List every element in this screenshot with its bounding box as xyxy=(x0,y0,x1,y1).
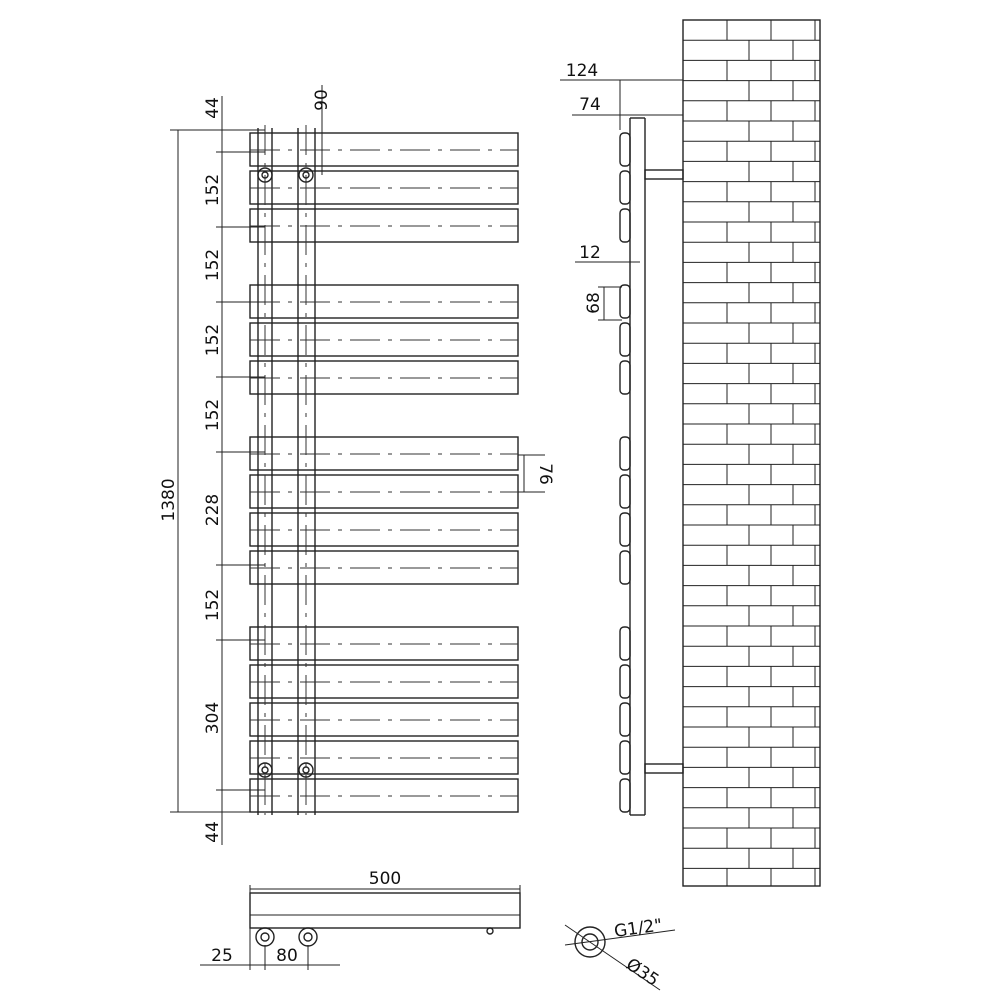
wall-bracket-top xyxy=(644,169,684,180)
side-bar-profile xyxy=(619,626,631,661)
side-bar-profile xyxy=(619,664,631,699)
dim-bar-thickness: 12 xyxy=(579,243,601,263)
dim-width: 500 xyxy=(369,869,401,889)
dim-seg-3: 152 xyxy=(203,324,223,356)
side-bar-profile xyxy=(619,550,631,585)
side-bar-profile xyxy=(619,740,631,775)
side-bar-profile xyxy=(619,512,631,547)
dim-seg-8: 44 xyxy=(203,821,223,843)
wall-bracket-bottom xyxy=(644,763,684,774)
dim-overall-height: 1380 xyxy=(159,478,179,521)
connection-detail: G1/2" Ø35 xyxy=(564,915,676,991)
side-bar-profile xyxy=(619,322,631,357)
dim-seg-6: 152 xyxy=(203,589,223,621)
dim-pipe-offset: 90 xyxy=(312,89,332,111)
dim-bar-height: 68 xyxy=(584,292,604,314)
side-bar-profile xyxy=(619,360,631,395)
side-bar-profile xyxy=(619,284,631,319)
valve-connection xyxy=(298,762,314,778)
side-view: 124 74 12 68 xyxy=(560,19,821,887)
diameter-label: Ø35 xyxy=(622,955,662,991)
side-bar-profile xyxy=(619,436,631,471)
dim-panel-projection: 74 xyxy=(579,95,601,115)
brick-wall xyxy=(683,20,820,886)
dim-seg-7: 304 xyxy=(203,702,223,734)
side-bar-profile xyxy=(619,208,631,243)
dim-seg-4: 152 xyxy=(203,399,223,431)
bottom-view: 500 25 80 xyxy=(200,869,521,970)
side-bar-profile xyxy=(619,170,631,205)
side-bar-profile xyxy=(619,132,631,167)
side-bar-profile xyxy=(619,778,631,813)
valve-connection xyxy=(257,762,273,778)
dim-pipe-centres: 80 xyxy=(276,946,298,966)
dim-seg-1: 152 xyxy=(203,174,223,206)
dim-edge-offset: 25 xyxy=(211,946,233,966)
dim-bar-depth: 76 xyxy=(535,463,555,485)
dim-seg-2: 152 xyxy=(203,249,223,281)
front-view xyxy=(249,125,519,815)
dim-seg-5: 228 xyxy=(203,494,223,526)
dim-seg-0: 44 xyxy=(203,97,223,119)
valve-connection xyxy=(298,167,314,183)
valve-connection xyxy=(257,167,273,183)
side-bar-profile xyxy=(619,702,631,737)
front-view-dimensions: 1380 44 152 152 152 152 228 152 304 44 9… xyxy=(159,85,555,845)
dim-wall-projection: 124 xyxy=(566,61,598,81)
side-bar-profile xyxy=(619,474,631,509)
thread-label: G1/2" xyxy=(613,915,664,942)
